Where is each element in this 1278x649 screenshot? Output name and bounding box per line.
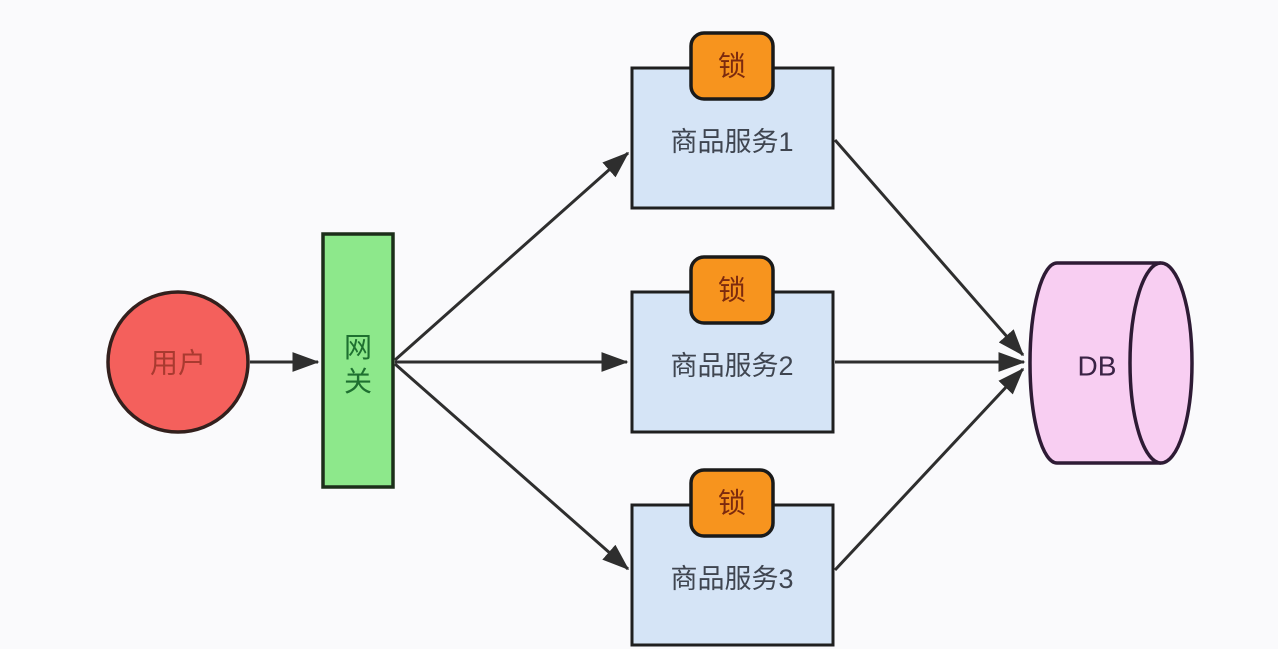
user-circle: [106, 290, 250, 434]
service-label: 商品服务3: [670, 564, 793, 594]
lock-badge: [689, 255, 775, 325]
arrow-gateway-service-1: [394, 151, 630, 362]
lock-badge: [689, 31, 775, 101]
gateway-rect: [321, 232, 395, 489]
lock-label: 锁: [718, 51, 746, 82]
db-cylinder-body: [1028, 261, 1161, 465]
gateway-label: 网关: [344, 332, 372, 397]
lock-label: 锁: [718, 275, 746, 306]
service-node-2: 商品服务2 锁: [630, 255, 835, 434]
user-node: 用户: [106, 290, 250, 434]
db-label: DB: [1078, 351, 1117, 382]
lock-badge: [689, 468, 775, 538]
gateway-node: 网关: [321, 232, 395, 489]
arrow-gateway-service-3: [394, 362, 630, 571]
edges: [250, 139, 1026, 572]
lock-label: 锁: [718, 488, 746, 519]
db-node: DB: [1028, 261, 1194, 465]
arrow-service-3-db: [833, 367, 1025, 572]
user-label: 用户: [150, 348, 206, 379]
arrow-service-1-db: [833, 139, 1025, 357]
db-cylinder-face: [1128, 261, 1194, 465]
service-label: 商品服务1: [670, 127, 793, 157]
service-label: 商品服务2: [670, 351, 793, 381]
service-node-1: 商品服务1 锁: [630, 31, 835, 210]
service-node-3: 商品服务3 锁: [630, 468, 835, 647]
